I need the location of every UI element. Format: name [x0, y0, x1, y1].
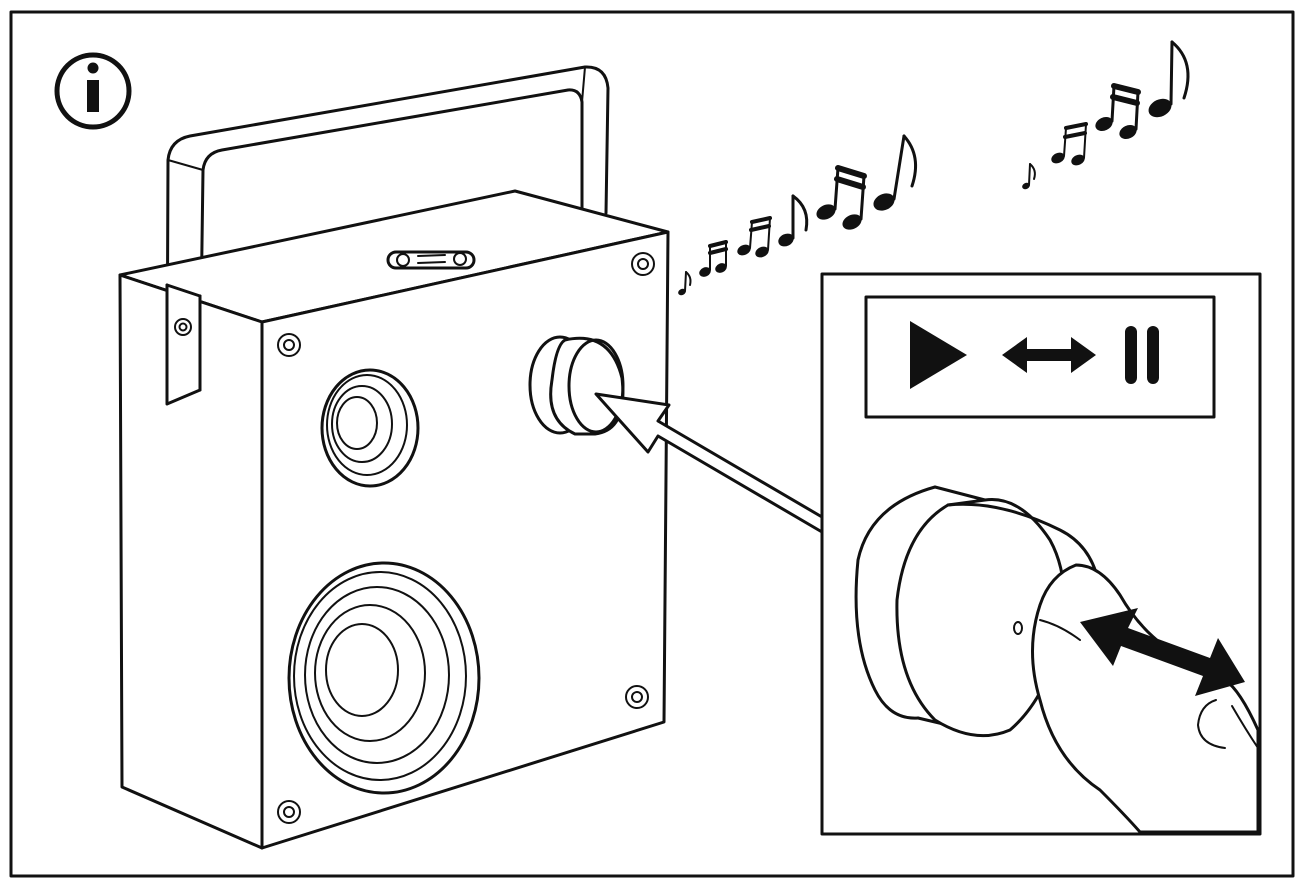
- double-arrow-icon: [1002, 337, 1096, 373]
- screw: [277, 800, 301, 824]
- screw: [631, 252, 655, 276]
- speaker-front-face: [260, 230, 670, 850]
- music-notes-group-1: [678, 134, 918, 296]
- music-note-icon: [678, 271, 692, 296]
- woofer: [287, 561, 481, 795]
- double-note-icon: [699, 240, 728, 277]
- pause-icon: [1125, 326, 1159, 384]
- double-note-icon: [737, 216, 772, 258]
- music-notes-group-2: [1022, 40, 1190, 190]
- play-icon: [910, 321, 967, 389]
- music-note-icon: [873, 134, 918, 211]
- double-note-icon: [1051, 122, 1088, 166]
- press-double-arrow-icon: [1080, 608, 1245, 696]
- double-note-icon: [1095, 83, 1141, 140]
- music-note-icon: [778, 194, 809, 247]
- control-legend: [864, 295, 1216, 419]
- zoomed-button: [854, 485, 1100, 738]
- power-switch: [386, 250, 476, 270]
- play-pause-button: [528, 335, 625, 436]
- screw: [174, 318, 192, 336]
- screw: [625, 685, 649, 709]
- music-note-icon: [1022, 163, 1036, 190]
- speaker: [118, 65, 670, 850]
- tweeter: [320, 368, 420, 488]
- music-note-icon: [1148, 40, 1190, 118]
- info-circle-icon: [54, 52, 132, 130]
- outer-frame: [9, 10, 1295, 878]
- screw: [277, 333, 301, 357]
- pointer-arrow: [594, 392, 824, 534]
- double-note-icon: [816, 165, 867, 230]
